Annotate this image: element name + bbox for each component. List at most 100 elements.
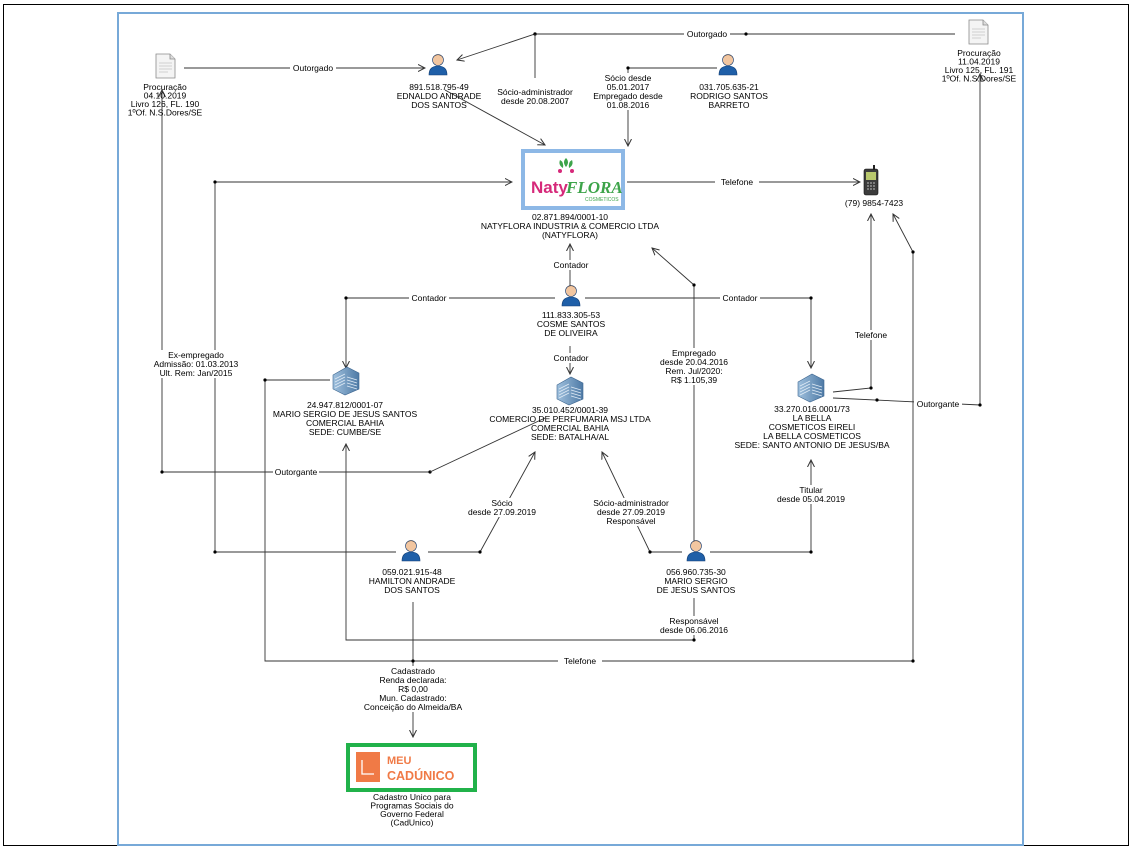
node-labella-line-3: LA BELLA COSMETICOS: [763, 431, 861, 441]
edge-label-socio-adm-ednaldo-line-1: desde 20.08.2007: [501, 96, 569, 106]
natyflora-logo-naty: Naty: [531, 178, 568, 197]
natyflora-logo-flora: FLORA: [565, 178, 623, 197]
building-icon-mario-ltda[interactable]: [332, 366, 360, 396]
node-ednaldo-line-0: 891.518.795-49: [409, 82, 469, 92]
edge-label-contador1-line-0: Contador: [554, 260, 589, 270]
cadunico-logo[interactable]: MEU CADÚNICO: [346, 743, 477, 792]
node-proc1-line-3: 1ºOf. N.S.Dores/SE: [128, 108, 203, 118]
cadunico-logo-line2: CADÚNICO: [387, 768, 455, 783]
edge-label-contador4-line-0: Contador: [554, 353, 589, 363]
node-rodrigo-line-0: 031.705.635-21: [699, 82, 759, 92]
node-proc1-line-1: 04.10.2019: [144, 91, 187, 101]
edge-label-empregado-line-3: R$ 1.105,39: [671, 375, 718, 385]
node-mario-ltda-line-2: COMERCIAL BAHIA: [306, 418, 384, 428]
node-mario-ltda-line-3: SEDE: CUMBE/SE: [309, 427, 382, 437]
node-mario-ltda-line-0: 24.947.812/0001-07: [307, 400, 383, 410]
natyflora-logo[interactable]: Naty FLORA COSMETICOS: [521, 149, 625, 210]
node-mario-line-1: MARIO SERGIO: [664, 576, 728, 586]
edge-label-socio-rodrigo-line-1: 05.01.2017: [607, 82, 650, 92]
node-cadunico-line-0: Cadastro Unico para: [373, 792, 451, 802]
node-labella-line-4: SEDE: SANTO ANTONIO DE JESUS/BA: [734, 440, 889, 450]
node-hamilton-line-0: 059.021.915-48: [382, 567, 442, 577]
edge-label-socio-rodrigo-line-2: Empregado desde: [593, 91, 663, 101]
document-icon-procuracao-1[interactable]: [155, 53, 176, 79]
node-proc2-line-2: Livro 125, FL. 191: [945, 65, 1014, 75]
node-ednaldo-line-2: DOS SANTOS: [411, 100, 467, 110]
edge-label-outorgante1-line-0: Outorgante: [275, 467, 318, 477]
edge-label-socio-hamilton-line-1: desde 27.09.2019: [468, 507, 536, 517]
edge-label-empregado-line-2: Rem. Jul/2020:: [665, 366, 722, 376]
person-icon-rodrigo[interactable]: [718, 54, 738, 76]
edge-label-socio-adm-mario-line-0: Sócio-administrador: [593, 498, 669, 508]
node-cosme-line-0: 111.833.305-53: [542, 310, 601, 320]
edge-label-responsavel-line-0: Responsável: [669, 616, 718, 626]
node-natyflora-line-2: (NATYFLORA): [542, 230, 598, 240]
edge-label-cadastrado-line-4: Conceição do Almeida/BA: [364, 702, 463, 712]
node-mario-line-2: DE JESUS SANTOS: [657, 585, 736, 595]
edge-label-cadastrado-line-0: Cadastrado: [391, 666, 435, 676]
edge-label-responsavel-line-1: desde 06.06.2016: [660, 625, 728, 635]
edge-label-socio-rodrigo-line-0: Sócio desde: [605, 73, 652, 83]
node-natyflora-line-0: 02.871.894/0001-10: [532, 212, 608, 222]
node-proc1-line-0: Procuração: [143, 82, 187, 92]
node-labella-line-1: LA BELLA: [793, 413, 832, 423]
node-proc2-line-0: Procuração: [957, 48, 1001, 58]
edge-label-socio-adm-mario-line-1: desde 27.09.2019: [597, 507, 665, 517]
cadunico-logo-line1: MEU: [387, 755, 412, 767]
node-labella-line-2: COSMETICOS EIRELI: [769, 422, 855, 432]
edge-label-telefone2-line-0: Telefone: [855, 330, 887, 340]
edge-label-socio-rodrigo-line-3: 01.08.2016: [607, 100, 650, 110]
edge-label-socio-hamilton-line-0: Sócio: [491, 498, 513, 508]
node-ednaldo-line-1: EDNALDO ANDRADE: [397, 91, 482, 101]
edge-label-contador2-line-0: Contador: [412, 293, 447, 303]
node-cadunico-line-3: (CadUnico): [391, 818, 434, 828]
node-rodrigo-line-2: BARRETO: [709, 100, 750, 110]
edge-label-contador3-line-0: Contador: [723, 293, 758, 303]
node-cosme-line-1: COSME SANTOS: [537, 319, 606, 329]
node-proc2-line-3: 1ºOf. N.S.Dores/SE: [942, 74, 1017, 84]
edge-label-telefone1-line-0: Telefone: [721, 177, 753, 187]
edge-label-socio-adm-ednaldo-line-0: Sócio-administrador: [497, 87, 573, 97]
node-cadunico-line-1: Programas Sociais do: [370, 801, 453, 811]
edge-label-titular-line-0: Titular: [799, 485, 822, 495]
person-icon-mario[interactable]: [686, 540, 706, 562]
edge-label-outorgado2-line-0: Outorgado: [687, 29, 727, 39]
edge-label-outorgado1-line-0: Outorgado: [293, 63, 333, 73]
node-mario-ltda-line-1: MARIO SERGIO DE JESUS SANTOS: [273, 409, 418, 419]
node-cadunico-line-2: Governo Federal: [380, 809, 444, 819]
person-icon-hamilton[interactable]: [401, 540, 421, 562]
edges: [160, 32, 981, 737]
node-labella-line-0: 33.270.016.0001/73: [774, 404, 850, 414]
node-proc1-line-2: Livro 126, FL. 190: [131, 99, 200, 109]
node-proc2-line-1: 11.04.2019: [958, 57, 1000, 67]
node-rodrigo-line-1: RODRIGO SANTOS: [690, 91, 768, 101]
edge-label-ex-empregado-line-0: Ex-empregado: [168, 350, 224, 360]
edge-label-cadastrado-line-3: Mun. Cadastrado:: [379, 693, 447, 703]
natyflora-logo-sub: COSMETICOS: [585, 197, 619, 203]
node-cosme-line-2: DE OLIVEIRA: [544, 328, 598, 338]
node-natyflora-line-1: NATYFLORA INDUSTRIA & COMERCIO LTDA: [481, 221, 660, 231]
node-perfumaria-line-0: 35.010.452/0001-39: [532, 405, 608, 415]
edge-label-cadastrado-line-2: R$ 0,00: [398, 684, 428, 694]
edge-label-cadastrado-line-1: Renda declarada:: [379, 675, 446, 685]
building-icon-labella[interactable]: [797, 373, 825, 403]
mobile-phone-icon[interactable]: [863, 165, 879, 196]
node-perfumaria-line-2: COMERCIAL BAHIA: [531, 423, 609, 433]
node-hamilton-line-1: HAMILTON ANDRADE: [369, 576, 456, 586]
node-phone-line-0: (79) 9854-7423: [845, 198, 903, 208]
person-icon-cosme[interactable]: [561, 285, 581, 307]
edge-label-telefone3-line-0: Telefone: [564, 656, 596, 666]
person-icon-ednaldo[interactable]: [428, 54, 448, 76]
building-icon-perfumaria[interactable]: [556, 376, 584, 406]
edge-label-socio-adm-mario-line-2: Responsável: [606, 516, 655, 526]
node-perfumaria-line-3: SEDE: BATALHA/AL: [531, 432, 609, 442]
node-mario-line-0: 056.960.735-30: [666, 567, 726, 577]
edge-label-outorgante2-line-0: Outorgante: [917, 399, 960, 409]
edge-label-ex-empregado-line-1: Admissão: 01.03.2013: [154, 359, 239, 369]
edge-label-empregado-line-0: Empregado: [672, 348, 716, 358]
node-perfumaria-line-1: COMERCIO DE PERFUMARIA MSJ LTDA: [489, 414, 651, 424]
document-icon-procuracao-2[interactable]: [968, 19, 989, 45]
edge-label-ex-empregado-line-2: Ult. Rem: Jan/2015: [160, 368, 233, 378]
